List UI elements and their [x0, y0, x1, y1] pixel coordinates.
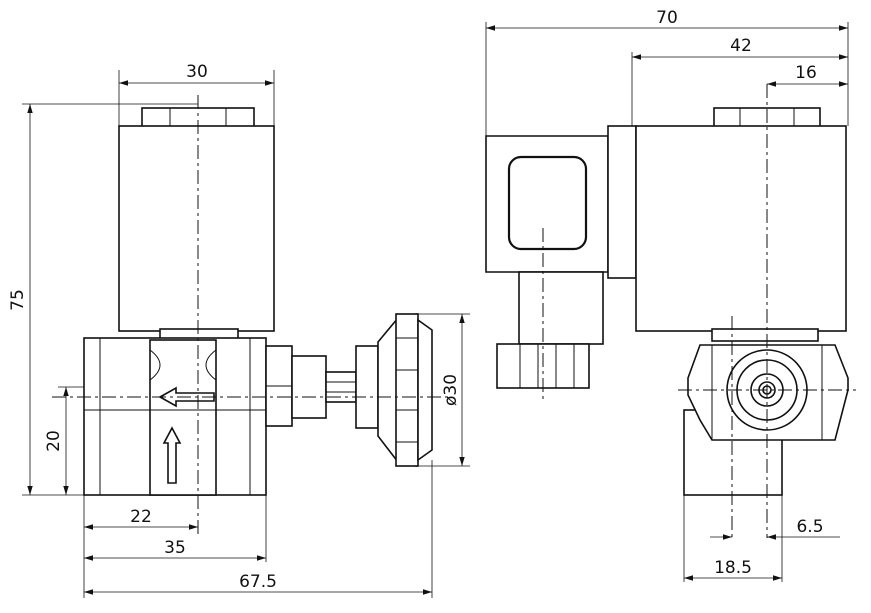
dim-label-small-offset: 6.5	[796, 517, 823, 537]
dim-label-port-offset: 18.5	[714, 558, 752, 578]
dim-label-overall-width: 67.5	[239, 572, 277, 592]
connector-plug	[485, 125, 637, 389]
right-view: 70 42 16 6.5 18.5	[485, 8, 856, 582]
dim-label-top-width: 30	[186, 62, 208, 82]
dim-label-side-overall-width: 70	[656, 8, 678, 28]
dim-label-overall-height: 75	[8, 289, 28, 311]
coil-body	[118, 125, 275, 332]
dim-label-port-center: 22	[130, 507, 152, 527]
dim-label-nut-offset: 16	[795, 63, 817, 83]
dim-label-knob-diameter: ø30	[441, 374, 461, 406]
adjustment-knob	[377, 313, 433, 467]
valve-body-side	[683, 344, 849, 496]
dim-label-coil-offset: 42	[730, 36, 752, 56]
dim-label-body-width: 35	[164, 538, 186, 558]
flow-arrow-up	[162, 426, 182, 484]
left-view: 30 75 20 22 35 67.5 ø30	[8, 62, 470, 598]
coil-body-side	[635, 125, 847, 332]
side-fitting	[265, 345, 379, 429]
valve-stem-side	[711, 328, 819, 342]
dim-label-port-height: 20	[44, 430, 64, 452]
